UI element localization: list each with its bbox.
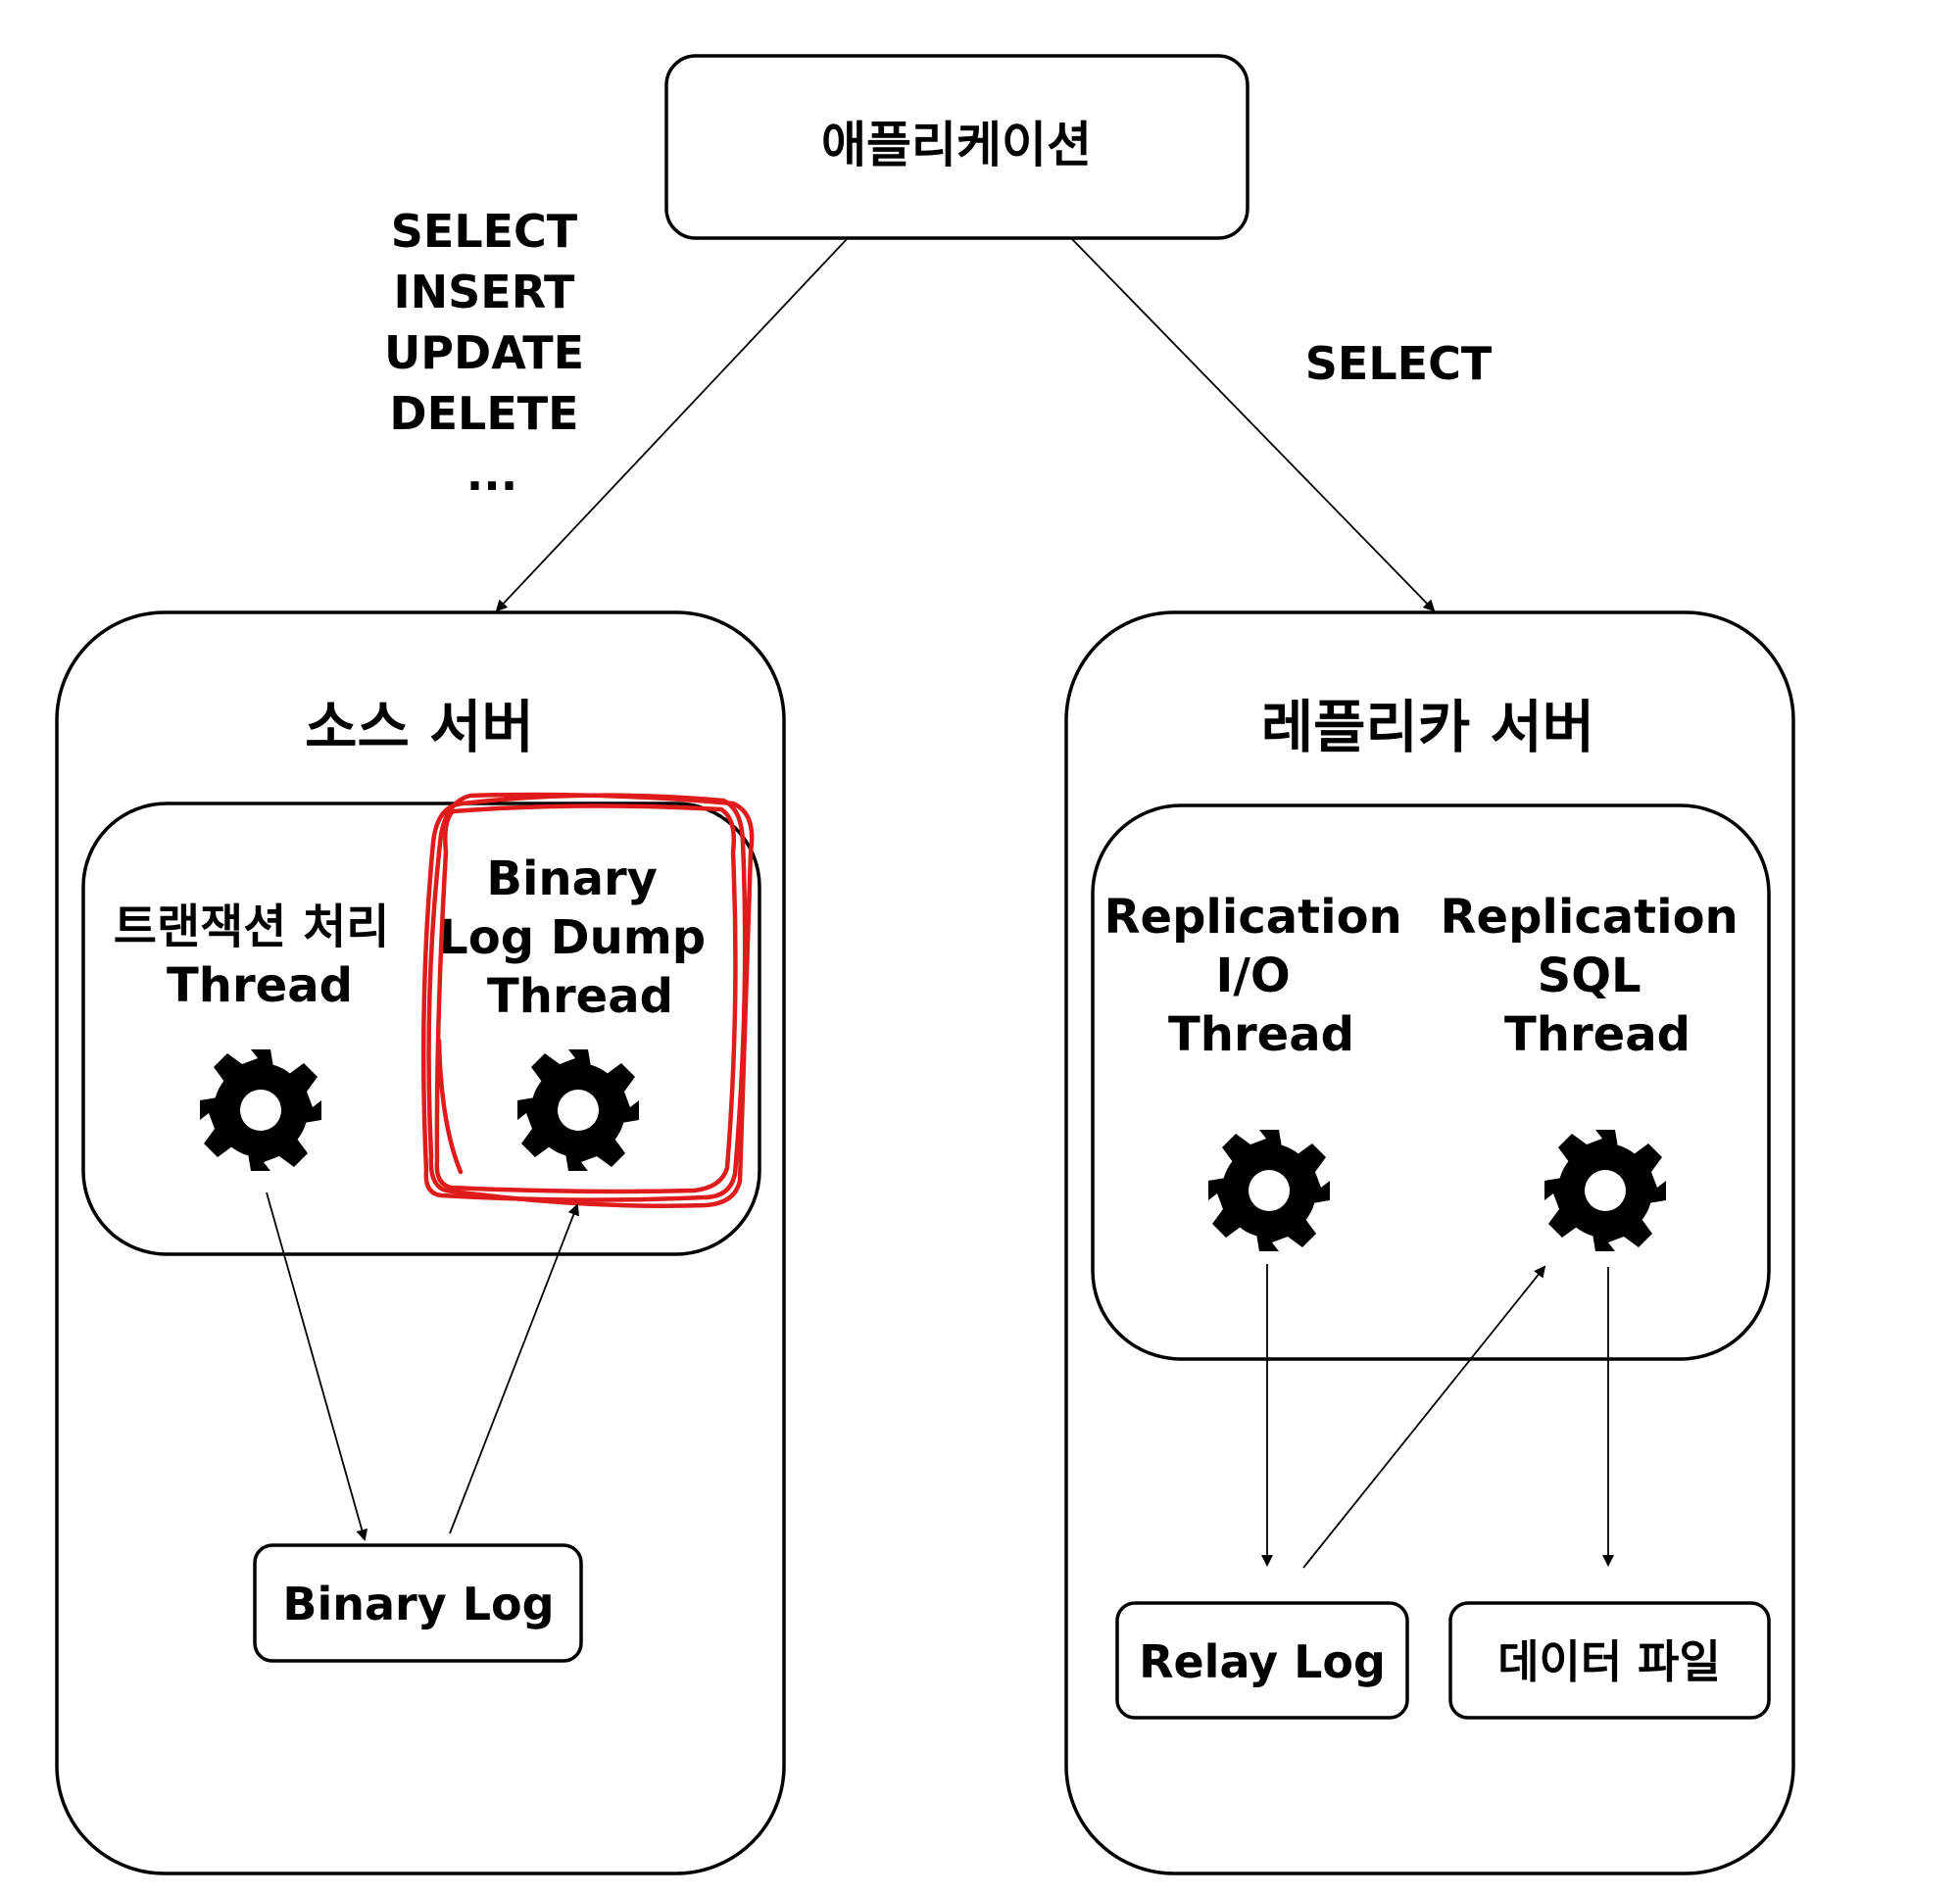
operation-update: UPDATE (384, 326, 584, 379)
source-operations-label: SELECT INSERT UPDATE DELETE ... (384, 205, 600, 501)
edge-application-to-source (495, 237, 849, 612)
relay-log-label: Relay Log (1139, 1635, 1386, 1688)
edge-application-to-replica (1070, 237, 1436, 612)
io-thread-label: Replication I/O Thread (1104, 890, 1419, 1062)
replica-server: 레플리카 서버 Replication I/O Thread Replicati… (1064, 610, 1795, 1875)
operation-delete: DELETE (389, 387, 578, 440)
gear-icon (200, 1049, 321, 1171)
operation-select: SELECT (391, 205, 578, 258)
operation-insert: INSERT (394, 266, 576, 318)
sql-thread-label: Replication SQL Thread (1441, 890, 1755, 1062)
data-file-node: 데이터 파일 (1448, 1601, 1771, 1720)
replica-server-title: 레플리카 서버 (1261, 694, 1594, 760)
transaction-thread-label: 트랜잭션 처리 Thread (114, 900, 406, 1013)
application-label: 애플리케이션 (821, 117, 1092, 173)
source-server-title: 소스 서버 (305, 694, 534, 760)
binary-log-node: Binary Log (253, 1543, 583, 1663)
edge-relay-log-to-sql-thread (1302, 1265, 1546, 1569)
source-server: 소스 서버 트랜잭션 처리 Thread Binary Log Dump Thr… (55, 610, 786, 1875)
application-node: 애플리케이션 (664, 54, 1250, 240)
data-file-label: 데이터 파일 (1497, 1635, 1721, 1688)
replica-thread-container (1091, 803, 1771, 1361)
edge-transaction-to-binlog (266, 1192, 368, 1541)
binary-log-label: Binary Log (282, 1578, 554, 1630)
edge-binlog-to-dump-thread (449, 1203, 579, 1534)
relay-log-node: Relay Log (1115, 1601, 1409, 1720)
highlight-annotation (420, 792, 755, 1208)
gear-icon (517, 1049, 639, 1171)
gear-icon (1208, 1130, 1330, 1251)
gear-icon (1544, 1130, 1666, 1251)
operation-ellipsis: ... (466, 448, 517, 501)
binlog-dump-thread-label: Binary Log Dump Thread (438, 851, 722, 1024)
replica-operation-label: SELECT (1305, 337, 1493, 390)
